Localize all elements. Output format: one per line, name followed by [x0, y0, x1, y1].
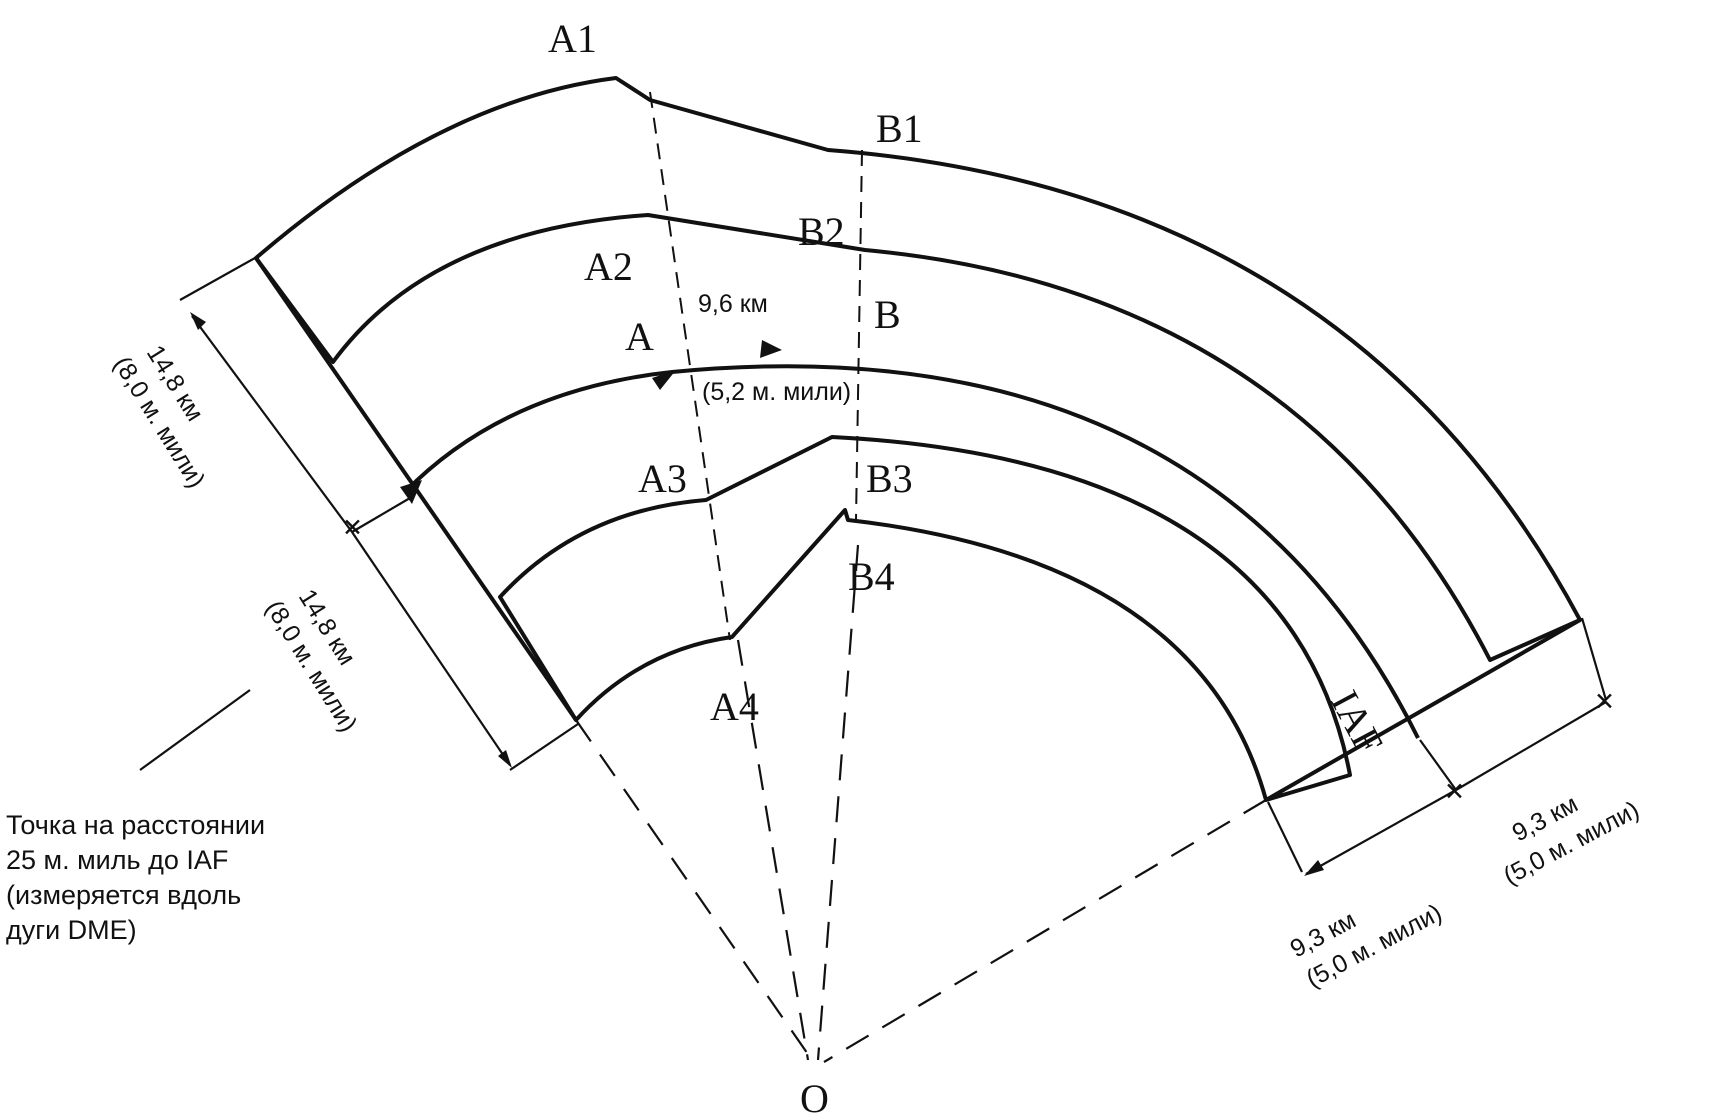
b-reference-line	[855, 149, 863, 521]
label-a: A	[625, 314, 654, 359]
label-b3: B3	[866, 456, 913, 501]
bottom-dim-arrow	[1304, 860, 1324, 876]
right-dim-line	[1455, 701, 1607, 791]
lower-buffer-area	[498, 435, 1352, 802]
bottom-dim-line	[1305, 789, 1457, 875]
label-a3: A3	[638, 456, 687, 501]
radial-line-b	[816, 544, 860, 1061]
label-b2: B2	[798, 209, 845, 254]
label-a1: A1	[548, 16, 597, 61]
upper-dim-leader	[179, 257, 256, 301]
label-b1: B1	[876, 106, 923, 151]
iaf-distance-note: Точка на расстоянии 25 м. миль до IAF (и…	[6, 808, 386, 948]
dim-ab-km: 9,6 км	[698, 290, 768, 318]
middle-dim-leader	[351, 497, 411, 533]
note-leader	[139, 689, 251, 771]
middle-cross-marker: ✕	[1444, 778, 1465, 806]
bottom-dim-ext	[1267, 801, 1303, 873]
label-b4: B4	[848, 554, 895, 599]
arc-b-marker	[760, 340, 782, 358]
lower-dim-leader	[509, 723, 579, 771]
dim-ab-nm: (5,2 м. мили)	[702, 378, 851, 406]
label-b: B	[874, 292, 901, 337]
note-line-3: (измеряется вдоль	[6, 880, 242, 910]
a-reference-line	[649, 91, 731, 641]
upper-dim-arrow	[190, 312, 206, 330]
radial-line-a4	[736, 639, 810, 1061]
entry-marker	[400, 480, 422, 504]
note-line-2: 25 м. миль до IAF	[6, 845, 229, 875]
note-line-1: Точка на расстоянии	[6, 810, 266, 840]
radial-line-iaf	[823, 799, 1267, 1063]
cross-marker: ✕	[342, 514, 363, 542]
label-a2: A2	[584, 244, 633, 289]
label-o: O	[800, 1076, 829, 1120]
radial-line-a	[575, 719, 813, 1061]
arc-a-marker	[652, 370, 676, 390]
right-dim-ext	[1580, 617, 1608, 701]
label-a4: A4	[710, 684, 759, 729]
upper-buffer-area	[254, 76, 1582, 662]
middle-right-ext	[1419, 739, 1457, 791]
lower-dim-line	[351, 531, 511, 766]
nominal-arc-ab	[403, 364, 1420, 739]
lower-dim-arrow	[498, 750, 512, 768]
label-iaf: IAF	[1322, 683, 1392, 761]
left-boundary-line	[254, 256, 578, 722]
right-boundary-line	[1265, 618, 1581, 802]
note-line-4: дуги DME)	[6, 915, 137, 945]
upper-dim-line	[191, 315, 353, 533]
right-cross-marker: ✕	[1594, 688, 1615, 716]
